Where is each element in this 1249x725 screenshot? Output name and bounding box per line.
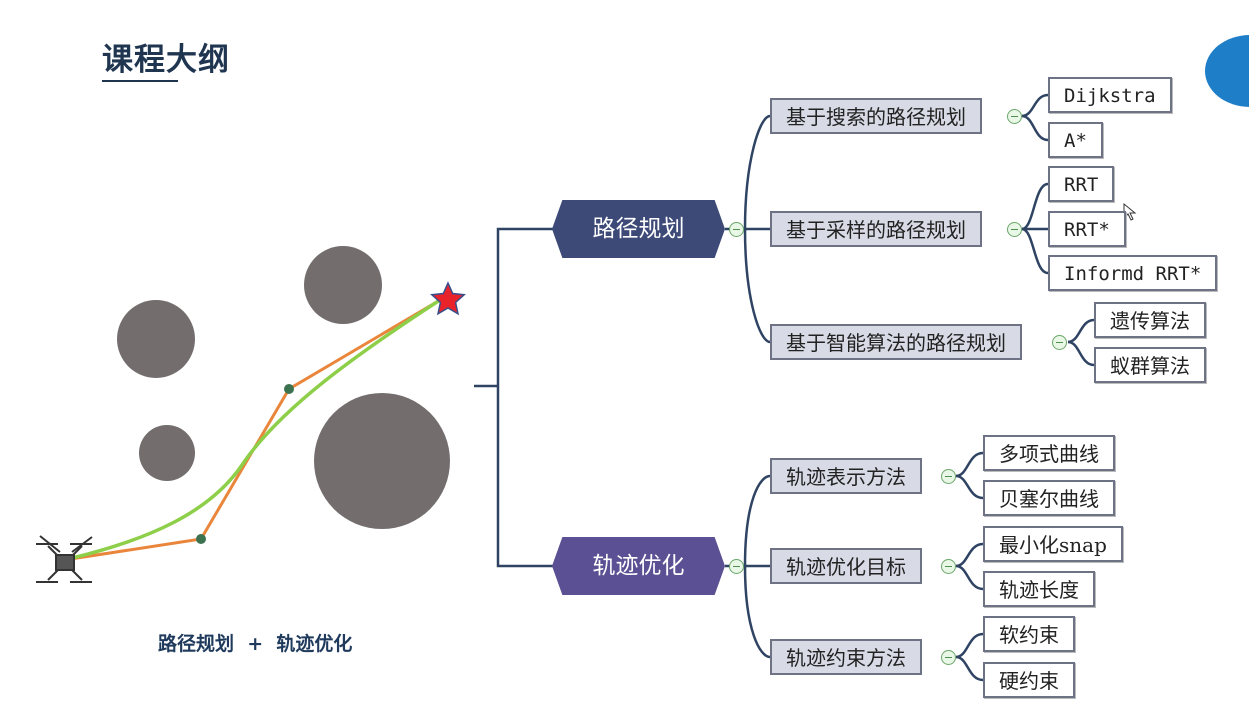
collapse-toggle[interactable] xyxy=(941,469,956,484)
leaf-a-star[interactable]: A* xyxy=(1048,122,1103,158)
branch-label: 轨迹优化 xyxy=(592,553,685,579)
collapse-toggle[interactable] xyxy=(1052,335,1067,350)
obstacle xyxy=(139,425,195,481)
node-intelligent-algorithm[interactable]: 基于智能算法的路径规划 xyxy=(770,324,1022,360)
collapse-toggle[interactable] xyxy=(941,650,956,665)
collapse-toggle[interactable] xyxy=(941,559,956,574)
leaf-rrt[interactable]: RRT xyxy=(1048,166,1115,202)
leaf-hard-constraint[interactable]: 硬约束 xyxy=(983,662,1075,698)
node-constraint-method[interactable]: 轨迹约束方法 xyxy=(770,639,922,675)
collapse-toggle[interactable] xyxy=(729,559,744,574)
leaf-rrt-star[interactable]: RRT* xyxy=(1048,211,1126,247)
node-trajectory-representation[interactable]: 轨迹表示方法 xyxy=(770,458,922,494)
collapse-toggle[interactable] xyxy=(729,222,744,237)
obstacle xyxy=(304,246,382,324)
leaf-polynomial-curve[interactable]: 多项式曲线 xyxy=(983,435,1115,471)
branch-trajectory-optimization[interactable]: 轨迹优化 xyxy=(552,537,725,595)
star-icon xyxy=(430,281,466,316)
waypoint xyxy=(284,384,294,394)
leaf-genetic-algorithm[interactable]: 遗传算法 xyxy=(1094,302,1206,338)
leaf-trajectory-length[interactable]: 轨迹长度 xyxy=(983,571,1095,607)
page-title: 课程大纲 xyxy=(102,42,230,78)
obstacle xyxy=(314,393,450,529)
illustration-caption: 路径规划 + 轨迹优化 xyxy=(158,633,353,655)
node-optimization-objective[interactable]: 轨迹优化目标 xyxy=(770,548,922,584)
collapse-toggle[interactable] xyxy=(1007,109,1022,124)
drone-icon xyxy=(36,535,93,583)
leaf-dijkstra[interactable]: Dijkstra xyxy=(1048,77,1172,113)
leaf-informed-rrt-star[interactable]: Informd RRT* xyxy=(1048,255,1218,291)
title-underline xyxy=(102,80,178,82)
obstacle xyxy=(117,300,195,378)
collapse-toggle[interactable] xyxy=(1007,222,1022,237)
leaf-soft-constraint[interactable]: 软约束 xyxy=(983,616,1075,652)
branch-path-planning[interactable]: 路径规划 xyxy=(552,200,725,258)
node-search-based[interactable]: 基于搜索的路径规划 xyxy=(770,98,982,134)
mindmap-connectors xyxy=(474,93,1095,682)
leaf-bezier-curve[interactable]: 贝塞尔曲线 xyxy=(983,480,1115,516)
leaf-minimum-snap[interactable]: 最小化snap xyxy=(983,526,1123,562)
leaf-ant-colony[interactable]: 蚁群算法 xyxy=(1094,347,1206,383)
waypoint xyxy=(196,534,206,544)
optimized-trajectory xyxy=(63,298,441,562)
branch-label: 路径规划 xyxy=(592,216,685,242)
planned-path xyxy=(63,298,441,562)
node-sampling-based[interactable]: 基于采样的路径规划 xyxy=(770,211,982,247)
